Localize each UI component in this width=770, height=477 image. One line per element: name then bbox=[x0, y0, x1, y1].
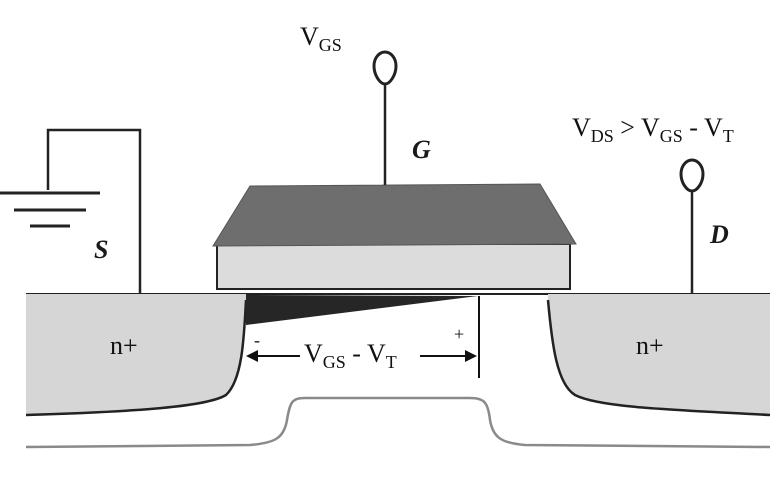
plus-sign-label: + bbox=[454, 324, 464, 344]
gate-terminal-label: G bbox=[412, 135, 431, 164]
gate-electrode bbox=[212, 183, 577, 247]
gate-terminal-icon bbox=[372, 50, 398, 86]
minus-sign-label: - bbox=[254, 330, 260, 350]
drain-terminal-icon bbox=[679, 158, 705, 193]
drain-junction-boundary bbox=[546, 299, 770, 417]
depletion-region-boundary bbox=[25, 396, 770, 449]
source-region-label: n+ bbox=[110, 331, 138, 360]
ground-icon bbox=[0, 191, 100, 228]
drain-region-label: n+ bbox=[636, 331, 664, 360]
source-wire bbox=[46, 128, 142, 294]
drain-terminal-label: D bbox=[709, 220, 729, 249]
source-n-plus-region bbox=[26, 294, 246, 415]
channel-voltage-arrow bbox=[246, 350, 477, 362]
source-terminal-label: S bbox=[94, 235, 108, 264]
channel-voltage-label: VGS - VT bbox=[304, 339, 397, 372]
drain-n-plus-region bbox=[548, 294, 770, 415]
gate-oxide bbox=[216, 243, 571, 290]
drain-bias-condition-label: VDS > VGS - VT bbox=[572, 113, 734, 146]
gate-voltage-label: VGS bbox=[300, 22, 342, 55]
source-junction-boundary bbox=[25, 299, 248, 417]
inversion-channel bbox=[246, 295, 478, 325]
